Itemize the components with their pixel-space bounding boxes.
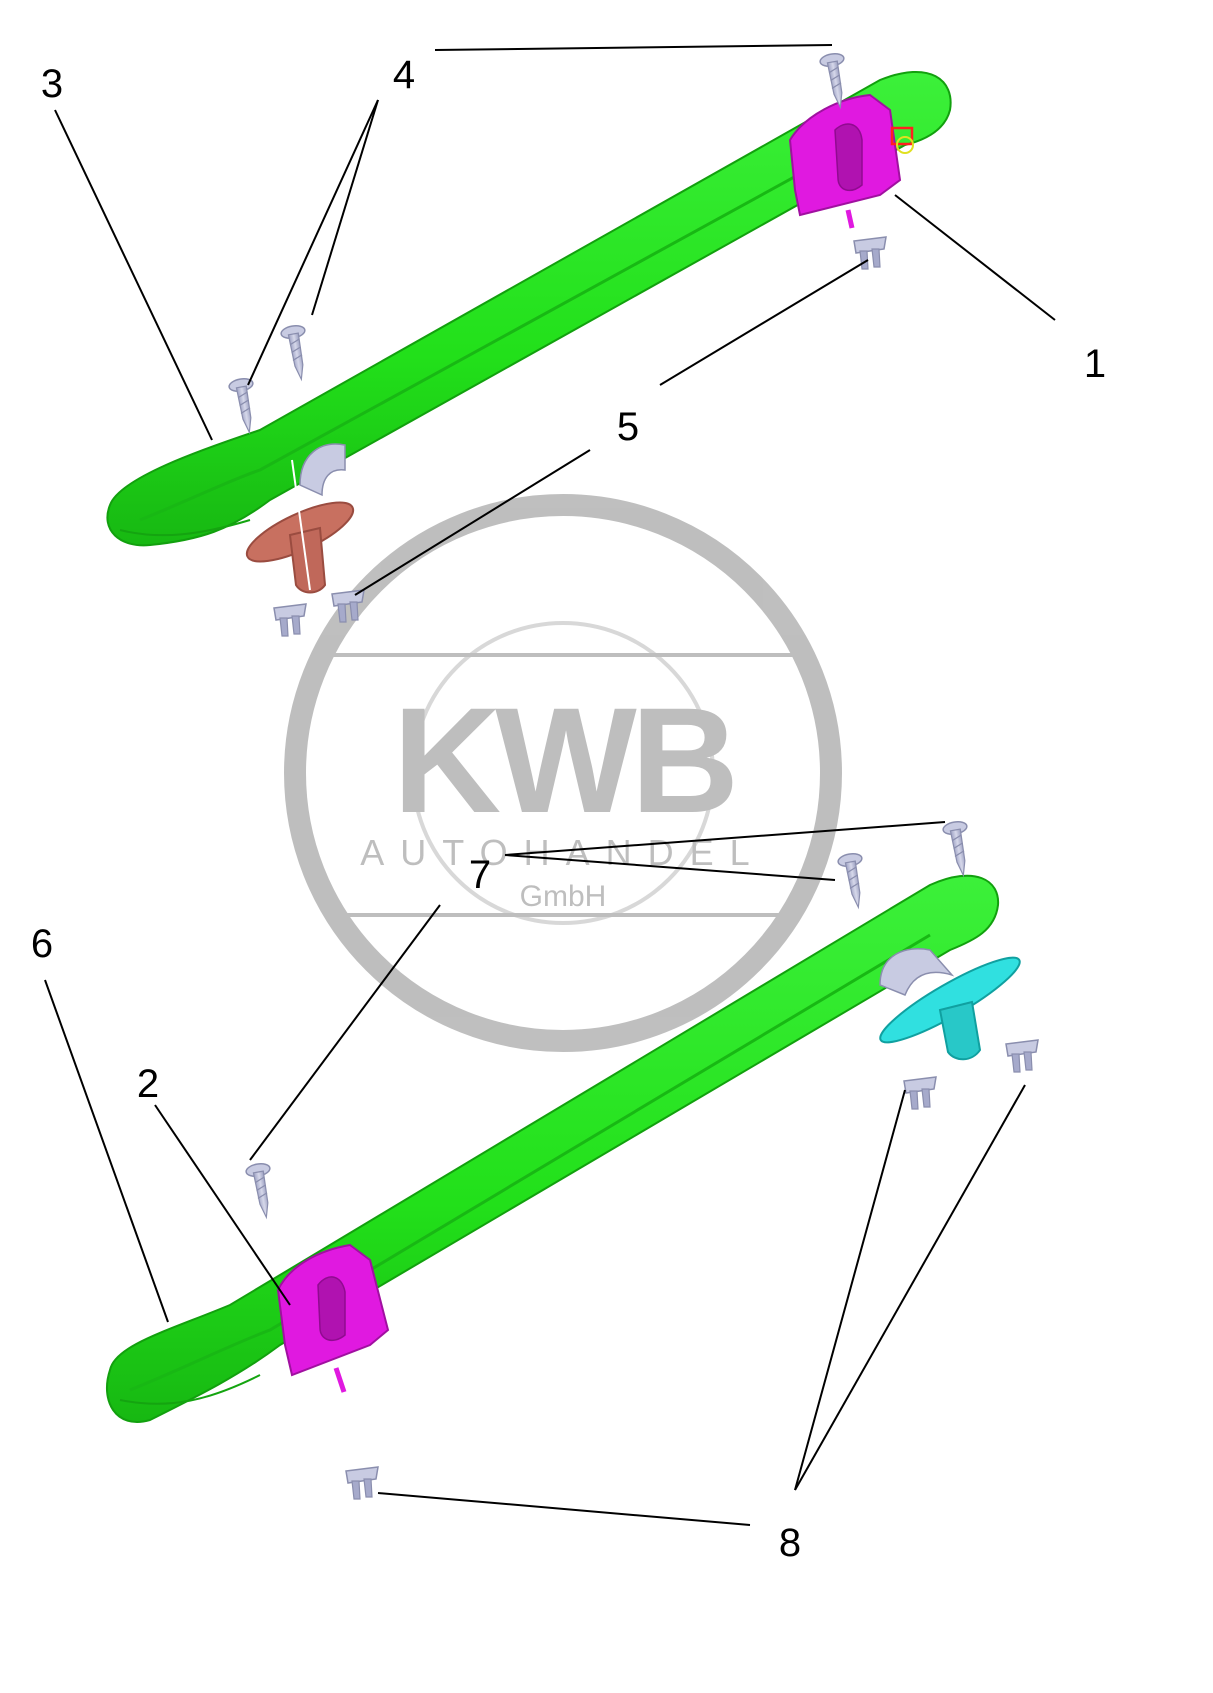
upper-handle (106, 70, 952, 547)
callout-numbers: 1 2 3 4 5 6 7 8 (31, 53, 1106, 1565)
watermark-line2: GmbH (520, 880, 607, 913)
callout-1: 1 (1084, 342, 1106, 386)
leader-4a (247, 99, 379, 386)
nut-5c (853, 236, 887, 270)
upper-bracket (788, 93, 914, 229)
screw-7b (836, 851, 871, 911)
leader-5b (659, 259, 869, 386)
screw-7a (244, 1161, 279, 1221)
leader-3 (54, 109, 213, 441)
nut-8c (345, 1466, 379, 1500)
callout-2: 2 (137, 1062, 159, 1106)
lower-bracket (276, 1243, 390, 1393)
screw-4b (279, 323, 314, 383)
callout-7: 7 (469, 853, 491, 897)
lower-handle (105, 874, 1000, 1423)
leader-8c (377, 1492, 751, 1526)
watermark-logo: KWB (393, 676, 733, 844)
watermark: KWB AUTOHANDEL GmbH (284, 494, 842, 1052)
leader-2 (154, 1104, 291, 1306)
callout-5: 5 (617, 405, 639, 449)
leader-7c (249, 904, 441, 1161)
leader-lines (44, 44, 1056, 1526)
callout-8: 8 (779, 1521, 801, 1565)
leader-8b (794, 1084, 1026, 1491)
leader-5a (354, 449, 591, 596)
nut-5a (273, 603, 307, 637)
callout-6: 6 (31, 922, 53, 966)
watermark-line1: AUTOHANDEL (360, 832, 765, 873)
leader-6 (44, 979, 169, 1323)
nut-8a (903, 1076, 937, 1110)
leader-7b (504, 854, 836, 881)
leader-1 (894, 194, 1056, 321)
screw-7c (941, 819, 976, 879)
leader-8a (794, 1089, 906, 1491)
leader-7a (504, 821, 946, 856)
screw-4a (227, 376, 262, 436)
upper-clip (245, 443, 355, 594)
leader-4c (434, 44, 833, 51)
leader-4b (311, 99, 379, 316)
nut-8b (1005, 1039, 1039, 1073)
lower-clip (879, 948, 1021, 1061)
callout-4: 4 (393, 53, 415, 97)
callout-3: 3 (41, 62, 63, 106)
